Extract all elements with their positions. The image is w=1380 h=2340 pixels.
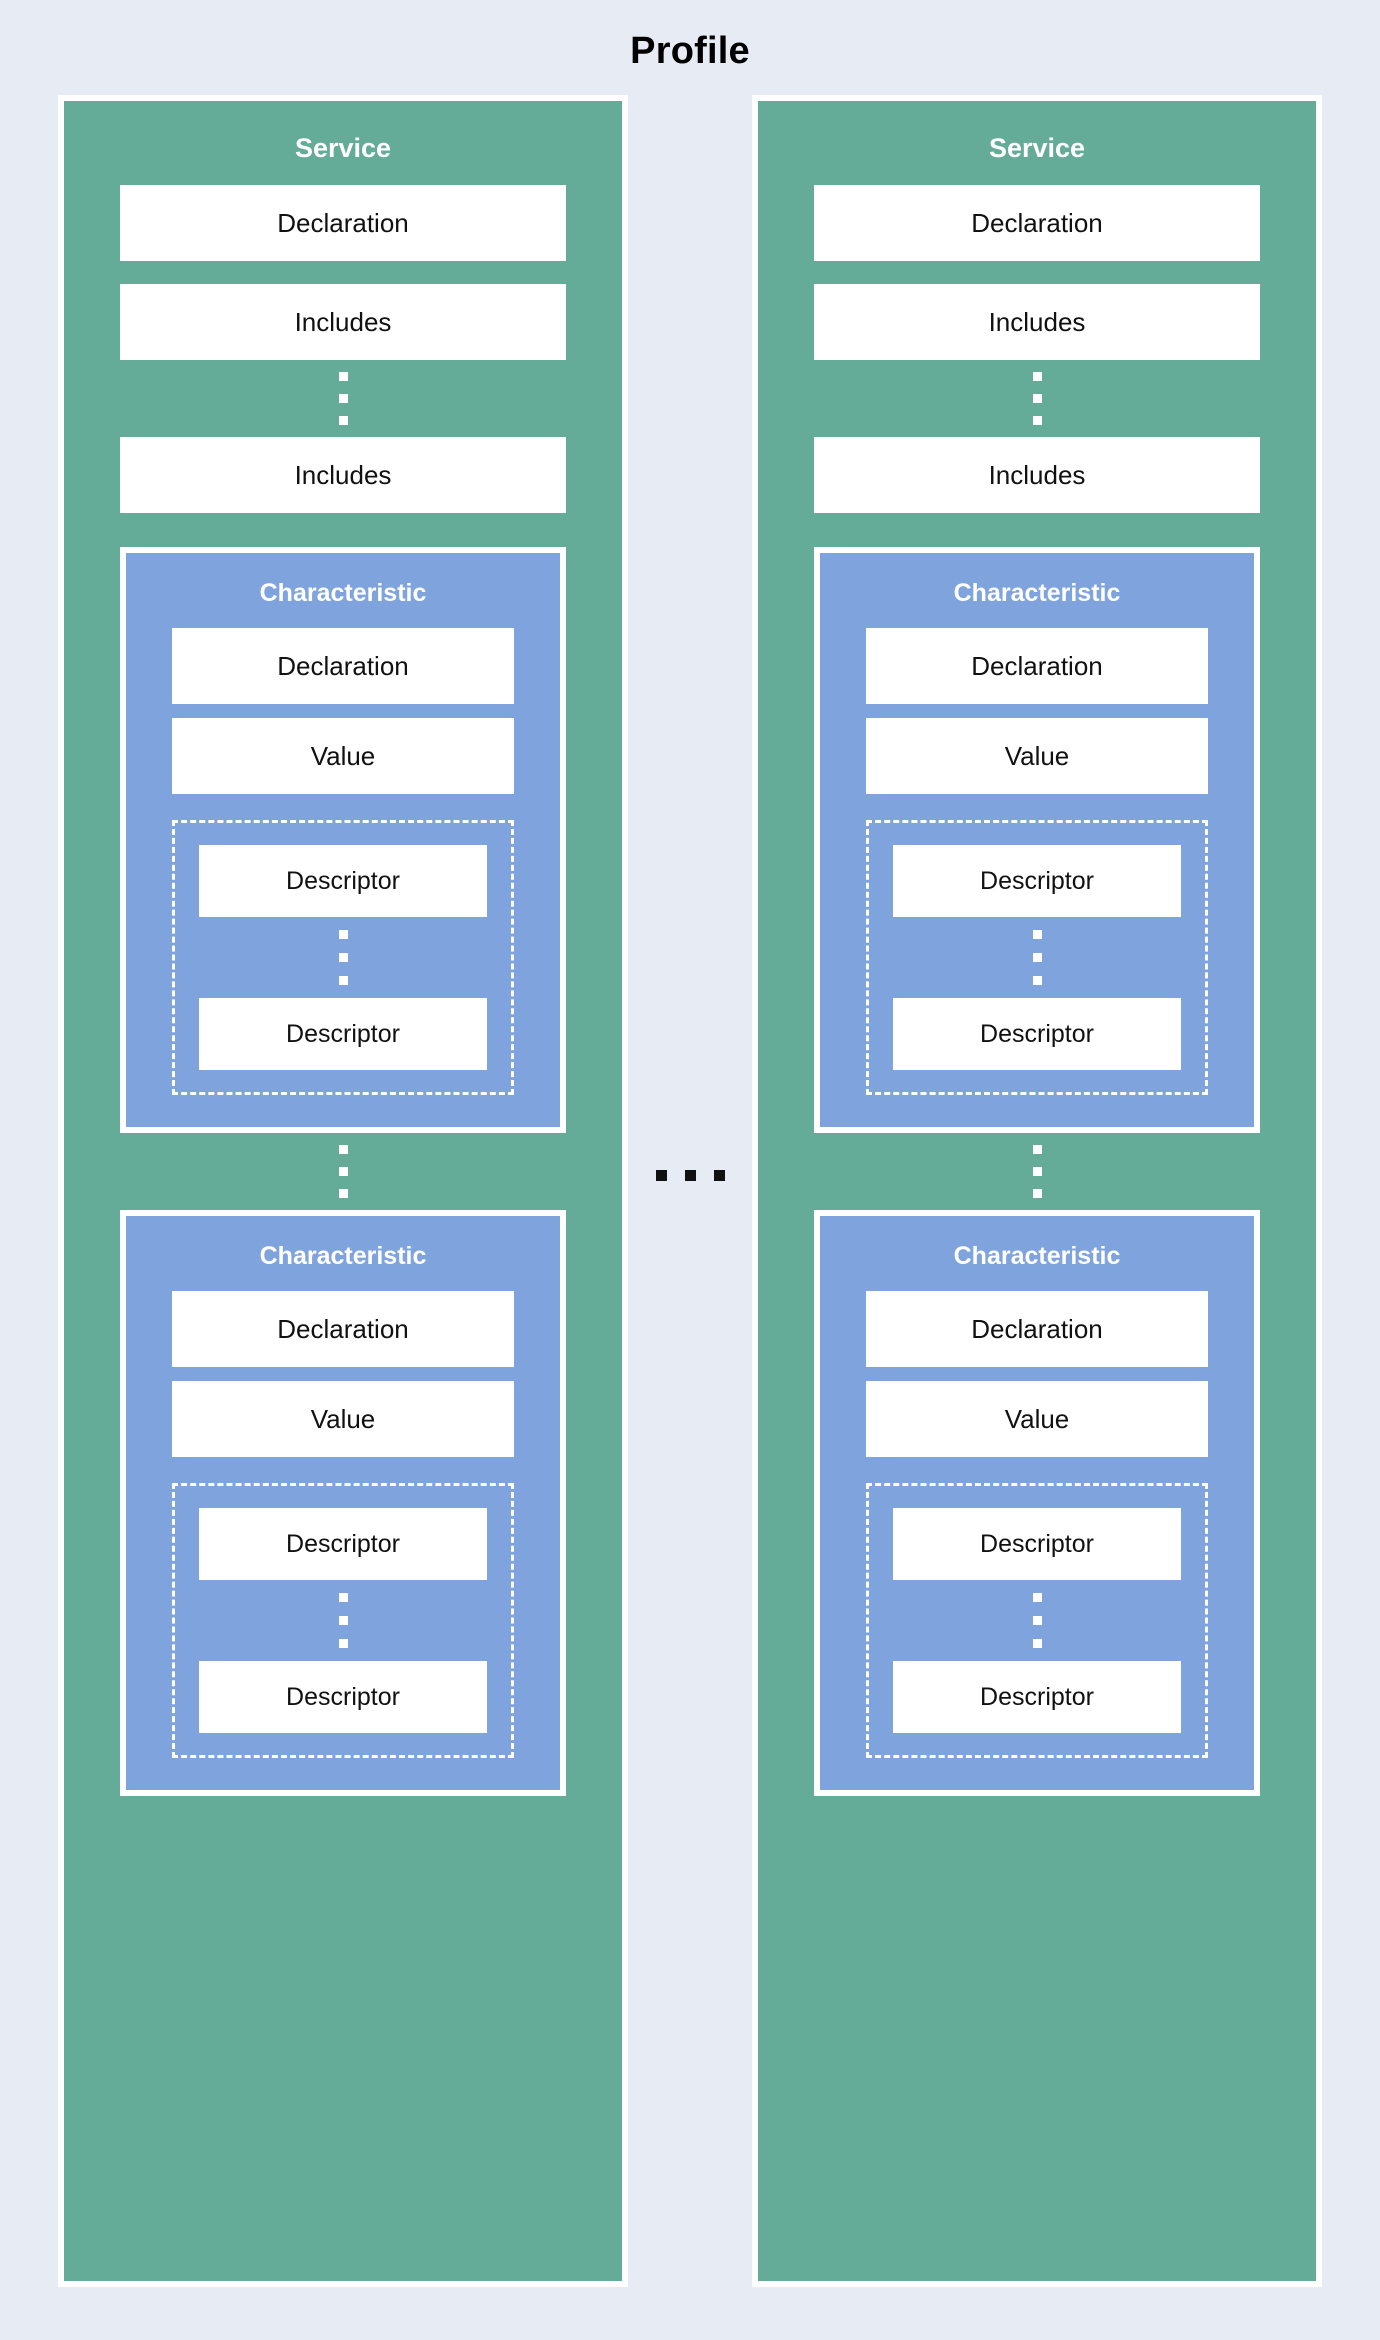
characteristic-value-1-2: Value [172, 1381, 514, 1457]
spacer [866, 1367, 1208, 1381]
characteristic-value-2-2: Value [866, 1381, 1208, 1457]
characteristic-declaration-1-2: Declaration [172, 1291, 514, 1367]
service-includes-first-1: Includes [120, 284, 566, 360]
service-panel-2: Service Declaration Includes Includes Ch… [758, 101, 1316, 2281]
service-title-2: Service [988, 133, 1086, 163]
descriptor-first-2-2: Descriptor [893, 1508, 1181, 1580]
service-panel-1: Service Declaration Includes Includes Ch… [64, 101, 622, 2281]
descriptor-first-1-2: Descriptor [199, 1508, 487, 1580]
includes-vertical-ellipsis-2 [814, 360, 1260, 437]
characteristic-title-1-1: Characteristic [259, 579, 427, 607]
characteristic-1-1: Characteristic Declaration Value Descrip… [120, 547, 566, 1133]
ellipsis-dot [338, 1593, 348, 1602]
spacer [120, 1796, 566, 2247]
spacer [120, 261, 566, 284]
ellipsis-dot [338, 953, 348, 962]
ellipsis-dot [1032, 394, 1042, 403]
descriptor-group-1-2: Descriptor Descriptor [172, 1483, 514, 1758]
ellipsis-dot [338, 394, 348, 403]
descriptor-last-1-2: Descriptor [199, 1661, 487, 1733]
descriptor-vertical-ellipsis-2-1 [893, 917, 1181, 998]
ellipsis-dot [684, 1169, 696, 1181]
spacer [172, 1367, 514, 1381]
characteristic-declaration-1-1: Declaration [172, 628, 514, 704]
service-includes-last-2: Includes [814, 437, 1260, 513]
ellipsis-dot [1032, 930, 1042, 939]
ellipsis-dot [1032, 416, 1042, 425]
ellipsis-dot [338, 1189, 348, 1198]
ellipsis-dot [338, 976, 348, 985]
service-column-1: Service Declaration Includes Includes Ch… [58, 95, 628, 2287]
ellipsis-dot [338, 372, 348, 381]
characteristic-vertical-ellipsis-2 [814, 1133, 1260, 1210]
descriptor-first-1-1: Descriptor [199, 845, 487, 917]
descriptor-group-1-1: Descriptor Descriptor [172, 820, 514, 1095]
characteristic-vertical-ellipsis-1 [120, 1133, 566, 1210]
service-title-1: Service [294, 133, 392, 163]
ellipsis-dot [1032, 1145, 1042, 1154]
characteristic-panel-2-2: Characteristic Declaration Value Descrip… [820, 1216, 1254, 1790]
ellipsis-dot [338, 1616, 348, 1625]
spacer [120, 513, 566, 547]
service-includes-last-1: Includes [120, 437, 566, 513]
characteristic-title-2-1: Characteristic [953, 579, 1121, 607]
descriptor-vertical-ellipsis-2-2 [893, 1580, 1181, 1661]
descriptor-last-2-2: Descriptor [893, 1661, 1181, 1733]
descriptor-last-1-1: Descriptor [199, 998, 487, 1070]
spacer [814, 261, 1260, 284]
ellipsis-dot [1032, 1593, 1042, 1602]
characteristic-declaration-2-1: Declaration [866, 628, 1208, 704]
characteristic-title-1-2: Characteristic [259, 1242, 427, 1270]
profile-container: Service Declaration Includes Includes Ch… [0, 95, 1380, 2335]
ellipsis-dot [338, 1167, 348, 1176]
ellipsis-dot [1032, 953, 1042, 962]
spacer [866, 704, 1208, 718]
descriptor-group-2-2: Descriptor Descriptor [866, 1483, 1208, 1758]
characteristic-title-2-2: Characteristic [953, 1242, 1121, 1270]
ellipsis-dot [338, 1639, 348, 1648]
descriptor-vertical-ellipsis-1-2 [199, 1580, 487, 1661]
service-column-2: Service Declaration Includes Includes Ch… [752, 95, 1322, 2287]
ellipsis-dot [1032, 976, 1042, 985]
ellipsis-dot [338, 930, 348, 939]
characteristic-2-2: Characteristic Declaration Value Descrip… [814, 1210, 1260, 1796]
characteristic-declaration-2-2: Declaration [866, 1291, 1208, 1367]
ellipsis-dot [1032, 1189, 1042, 1198]
characteristic-1-2: Characteristic Declaration Value Descrip… [120, 1210, 566, 1796]
ellipsis-dot [1032, 1616, 1042, 1625]
descriptor-vertical-ellipsis-1-1 [199, 917, 487, 998]
descriptor-first-2-1: Descriptor [893, 845, 1181, 917]
service-declaration-2: Declaration [814, 185, 1260, 261]
characteristic-panel-1-2: Characteristic Declaration Value Descrip… [126, 1216, 560, 1790]
service-includes-first-2: Includes [814, 284, 1260, 360]
services-horizontal-ellipsis [655, 1169, 725, 1181]
spacer [814, 1796, 1260, 2247]
ellipsis-dot [1032, 1639, 1042, 1648]
descriptor-last-2-1: Descriptor [893, 998, 1181, 1070]
includes-vertical-ellipsis-1 [120, 360, 566, 437]
ellipsis-dot [1032, 1167, 1042, 1176]
descriptor-group-2-1: Descriptor Descriptor [866, 820, 1208, 1095]
ellipsis-dot [655, 1169, 667, 1181]
service-declaration-1: Declaration [120, 185, 566, 261]
characteristic-value-2-1: Value [866, 718, 1208, 794]
page-title: Profile [630, 30, 750, 72]
spacer [814, 513, 1260, 547]
characteristic-panel-1-1: Characteristic Declaration Value Descrip… [126, 553, 560, 1127]
ellipsis-dot [338, 416, 348, 425]
characteristic-2-1: Characteristic Declaration Value Descrip… [814, 547, 1260, 1133]
characteristic-panel-2-1: Characteristic Declaration Value Descrip… [820, 553, 1254, 1127]
ellipsis-dot [338, 1145, 348, 1154]
characteristic-value-1-1: Value [172, 718, 514, 794]
ellipsis-dot [713, 1169, 725, 1181]
columns-ellipsis-container [628, 95, 752, 2287]
spacer [172, 704, 514, 718]
ellipsis-dot [1032, 372, 1042, 381]
